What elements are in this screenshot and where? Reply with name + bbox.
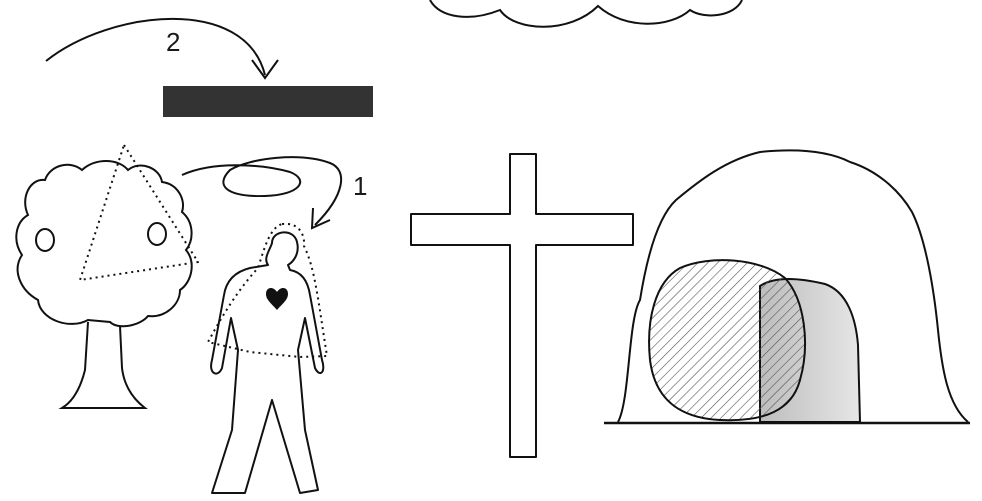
arrow-1 [182, 157, 341, 228]
cross [411, 154, 633, 457]
tree-canopy [16, 161, 191, 326]
tree-trunk [62, 322, 145, 408]
heart-icon [266, 288, 288, 310]
person [211, 232, 323, 493]
tree [16, 161, 191, 408]
arrow-2 [46, 19, 278, 78]
person-outline [211, 232, 323, 493]
step-2-label: 2 [166, 27, 180, 57]
tomb-stone [649, 260, 805, 420]
tomb [604, 150, 970, 423]
cloud-shape [430, 0, 742, 27]
dark-bar [163, 86, 373, 117]
tree-hole-left [36, 229, 54, 251]
step-1-label: 1 [353, 171, 367, 201]
tree-hole-right [148, 223, 166, 245]
